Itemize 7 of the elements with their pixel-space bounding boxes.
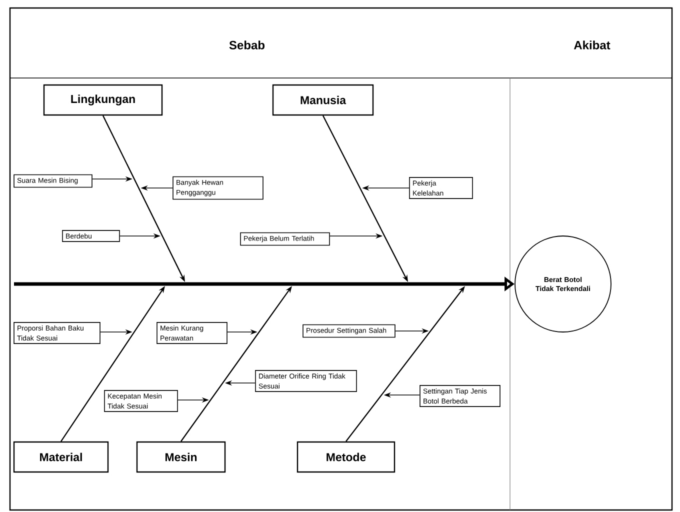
column-header: Akibat [574,40,610,50]
category-box: Manusia [272,84,374,116]
category-box: Metode [296,441,396,473]
category-box: Material [13,441,109,473]
category-box: Mesin [136,441,226,473]
column-header: Sebab [229,40,265,50]
category-box: Lingkungan [43,84,163,116]
